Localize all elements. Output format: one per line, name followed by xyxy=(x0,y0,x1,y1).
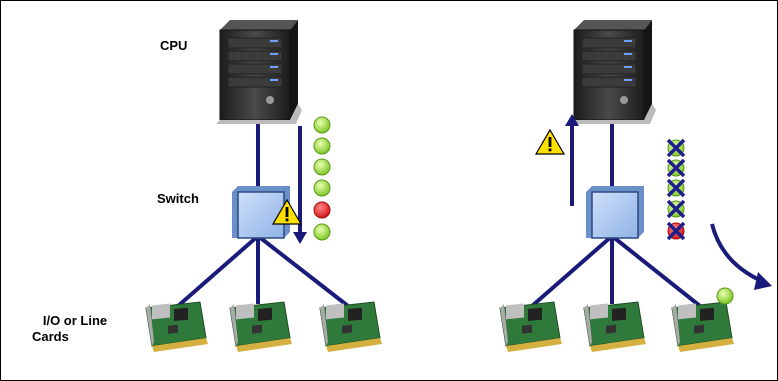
io-label-line2: Cards xyxy=(32,329,69,344)
io-card-icon xyxy=(145,301,209,353)
io-card-icon xyxy=(499,301,563,353)
packet-dot-red xyxy=(313,201,331,219)
packet-dot xyxy=(313,179,331,197)
packet-dot-crossed xyxy=(666,138,686,158)
packet-dot xyxy=(716,287,734,305)
packet-queue-right xyxy=(666,138,686,241)
server-icon xyxy=(569,19,657,125)
switch-card3-link-left xyxy=(256,234,350,308)
cpu-label: CPU xyxy=(160,38,188,53)
switch-card1-link-right xyxy=(530,234,614,308)
curved-arrow-icon xyxy=(710,223,765,284)
packet-dot-crossed xyxy=(666,178,686,198)
switch-label: Switch xyxy=(157,191,199,206)
packet-dot xyxy=(313,137,331,155)
io-card-icon xyxy=(229,301,293,353)
warning-icon xyxy=(535,129,565,155)
up-arrow-head xyxy=(565,114,579,126)
packet-dot xyxy=(313,223,331,241)
switch-card1-link-left xyxy=(176,234,260,308)
curved-arrow-head xyxy=(754,272,772,290)
io-label-line1: I/O or Line xyxy=(42,313,108,328)
packet-dot xyxy=(313,158,331,176)
switch-icon xyxy=(585,185,645,239)
io-card-icon xyxy=(583,301,647,353)
packet-dot-crossed-red xyxy=(666,221,686,241)
packet-dot xyxy=(313,116,331,134)
io-card-icon xyxy=(671,301,735,353)
io-card-icon xyxy=(319,301,383,353)
packet-dot-crossed xyxy=(666,199,686,219)
switch-card3-link-right xyxy=(610,234,702,308)
packet-queue-left xyxy=(313,116,331,241)
io-cards-label: I/O or Line Cards xyxy=(32,313,118,345)
down-arrow-head xyxy=(293,232,307,244)
server-icon xyxy=(215,19,303,125)
packet-dot-crossed xyxy=(666,158,686,178)
